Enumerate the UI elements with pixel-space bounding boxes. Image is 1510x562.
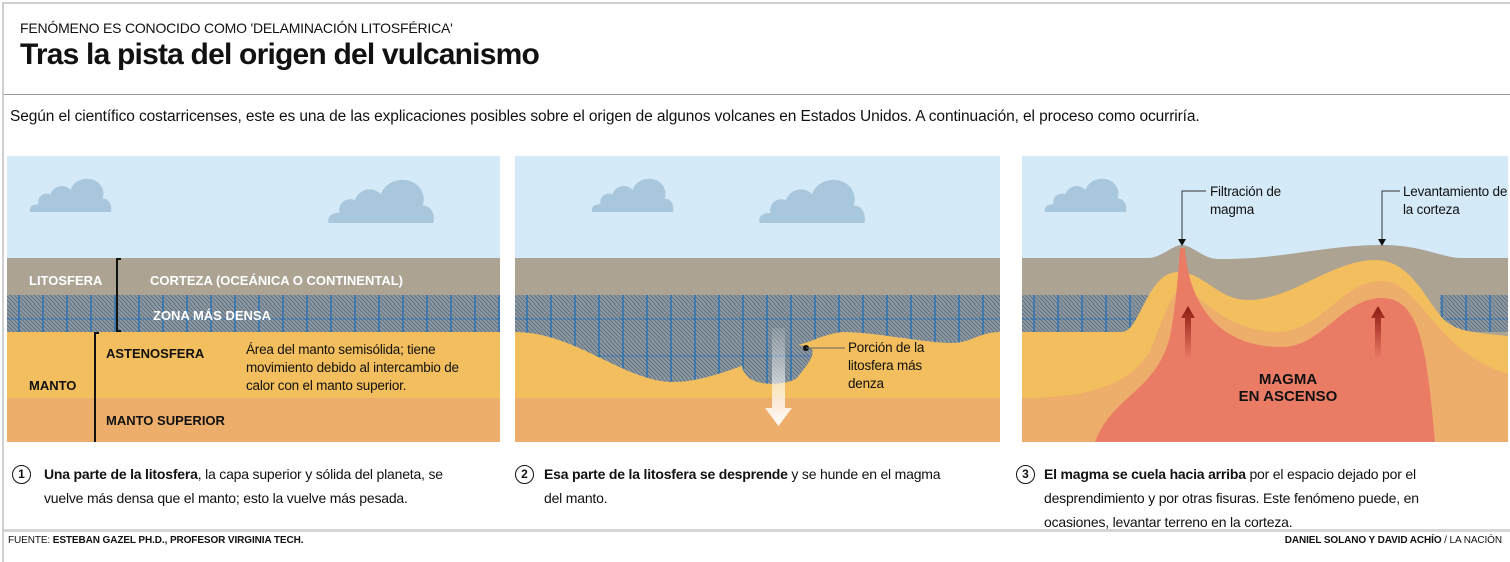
- label-litosfera: LITOSFERA: [29, 273, 103, 288]
- intro-text: Según el científico costarricenses, este…: [10, 108, 1200, 125]
- sky: [515, 156, 1000, 258]
- crust-layer: [515, 258, 1000, 295]
- label-manto: MANTO: [29, 378, 77, 393]
- filtracion-leader: [1181, 190, 1206, 240]
- label-zona-densa: ZONA MÁS DENSA: [153, 308, 271, 323]
- dense-zone-left: [1022, 295, 1150, 332]
- detachment-diagram: [515, 156, 1000, 442]
- label-levantamiento: Levantamiento de la corteza: [1403, 184, 1508, 217]
- label-en-ascenso: EN ASCENSO: [1238, 388, 1338, 405]
- step-number-2: 2: [515, 465, 534, 484]
- rising-arrow-icon: [1181, 306, 1195, 360]
- step-bold: El magma se cuela hacia arriba: [1044, 466, 1246, 482]
- arrowhead-icon: [1378, 239, 1386, 246]
- panel-1-layers: LITOSFERA CORTEZA (OCEÁNICA O CONTINENTA…: [7, 156, 500, 442]
- panel-3-magma-rise: Filtración de magma Levantamiento de la …: [1022, 156, 1508, 442]
- sagging-dense-zone: [515, 295, 1000, 382]
- upper-mantle-layer: [7, 398, 500, 442]
- kicker: FENÓMENO ES CONOCIDO COMO 'DELAMINACIÓN …: [20, 20, 453, 36]
- panel-2-detachment: Porción de la litosfera más denza: [515, 156, 1000, 442]
- step-caption-1: Una parte de la litosfera, la capa super…: [44, 462, 484, 510]
- step-text: , la capa superior y sólida del planeta,…: [44, 466, 443, 506]
- levantamiento-leader: [1381, 190, 1400, 240]
- label-manto-superior: MANTO SUPERIOR: [106, 413, 225, 428]
- dense-zone-layer: [7, 295, 500, 332]
- footer-credits: DANIEL SOLANO Y DAVID ACHÍO / LA NACIÓN: [1285, 535, 1502, 546]
- magma-plume: [1095, 248, 1435, 442]
- step-text: y se hunde en el magma del manto.: [544, 466, 941, 506]
- divider: [4, 94, 1510, 95]
- magma-diagram: [1022, 156, 1508, 442]
- step-caption-2: Esa parte de la litosfera se desprende y…: [544, 462, 944, 510]
- source-name: ESTEBAN GAZEL PH.D., PROFESOR VIRGINIA T…: [52, 535, 304, 546]
- source-prefix: FUENTE:: [8, 535, 53, 546]
- footer-divider: [4, 529, 1510, 532]
- authors: DANIEL SOLANO Y DAVID ACHÍO: [1284, 535, 1442, 546]
- footer-source: FUENTE: ESTEBAN GAZEL PH.D., PROFESOR VI…: [8, 535, 303, 546]
- crust-layer: [7, 258, 500, 295]
- sinking-arrow-icon: [765, 328, 792, 426]
- step-number-1: 1: [12, 465, 31, 484]
- label-corteza: CORTEZA (OCEÁNICA O CONTINENTAL): [150, 273, 403, 288]
- step-bold: Esa parte de la litosfera se desprende: [544, 466, 788, 482]
- step-caption-3: El magma se cuela hacia arriba por el es…: [1044, 462, 1464, 534]
- label-porcion: Porción de la litosfera más denza: [848, 340, 925, 391]
- upper-mantle-layer: [515, 398, 1000, 442]
- mantle-bracket: [94, 332, 99, 442]
- step-number-3: 3: [1016, 465, 1035, 484]
- label-filtracion: Filtración de magma: [1210, 184, 1281, 217]
- label-astenosfera: ASTENOSFERA: [106, 346, 205, 361]
- arrowhead-icon: [1178, 239, 1186, 246]
- label-magma: MAGMA: [1258, 371, 1318, 388]
- page-title: Tras la pista del origen del vulcanismo: [20, 38, 540, 71]
- step-text: por el espacio dejado por el desprendimi…: [1044, 466, 1419, 530]
- rising-arrow-icon: [1371, 306, 1385, 360]
- layers-diagram: [7, 156, 500, 442]
- outlet: / LA NACIÓN: [1441, 535, 1502, 546]
- step-bold: Una parte de la litosfera: [44, 466, 198, 482]
- astenosfera-description: Área del manto semisólida; tiene movimie…: [246, 342, 459, 393]
- lithosphere-bracket: [116, 258, 121, 332]
- asthenosphere-layer: [7, 332, 500, 398]
